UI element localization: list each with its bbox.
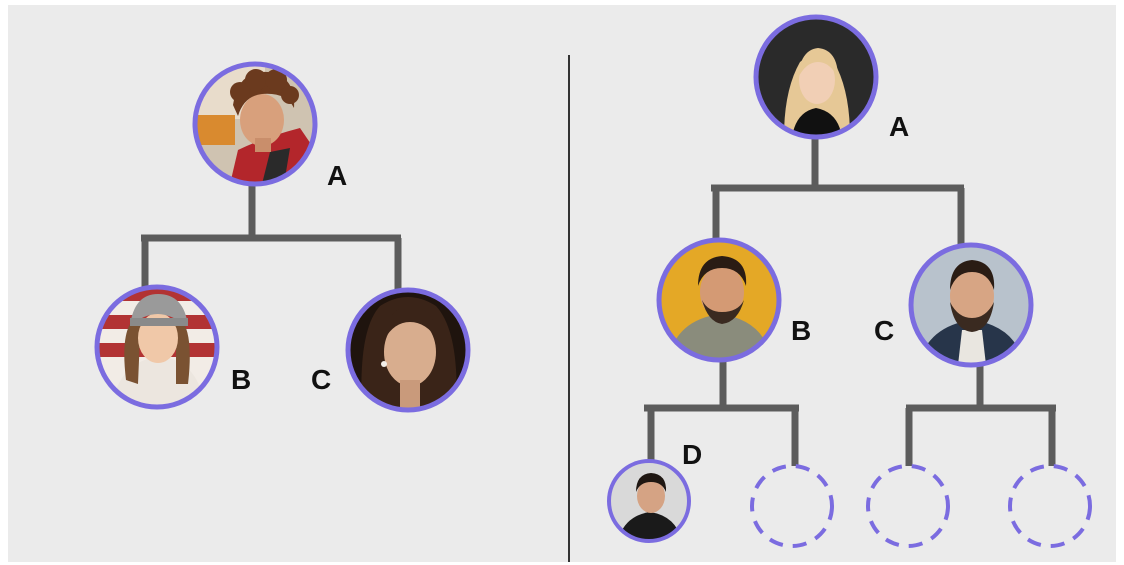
left-node-b-avatar [97,287,217,407]
left-tree-connectors [141,182,402,291]
right-empty-slot-1 [750,464,834,548]
left-node-a-ring [192,61,318,187]
left-node-c-avatar [348,290,468,410]
left-node-c: C [311,287,471,413]
left-node-a-label: A [327,160,347,191]
right-empty-slot-2 [866,464,950,548]
right-node-d-label: D [682,439,702,470]
right-node-a-label: A [889,111,909,142]
right-node-c-ring [908,242,1034,368]
left-node-c-label: C [311,364,331,395]
right-node-c: C [874,242,1034,368]
right-node-c-avatar [911,245,1031,365]
left-node-c-ring [345,287,471,413]
right-node-b: B [656,237,811,363]
right-node-d-ring [607,459,691,543]
right-node-d: D [607,439,702,543]
right-empty-slot-3 [1008,464,1092,548]
right-node-a: A [753,14,909,142]
right-node-d-avatar [609,461,689,541]
left-node-b-label: B [231,364,251,395]
right-node-a-avatar [756,17,876,137]
left-node-b: B [94,284,251,410]
right-node-b-avatar [659,240,779,360]
right-node-b-ring [656,237,782,363]
left-node-b-ring [94,284,220,410]
right-tree-connectors [644,135,1056,466]
right-node-b-label: B [791,315,811,346]
right-node-c-label: C [874,315,894,346]
right-node-a-ring [753,14,879,140]
left-node-a: A [192,61,347,191]
